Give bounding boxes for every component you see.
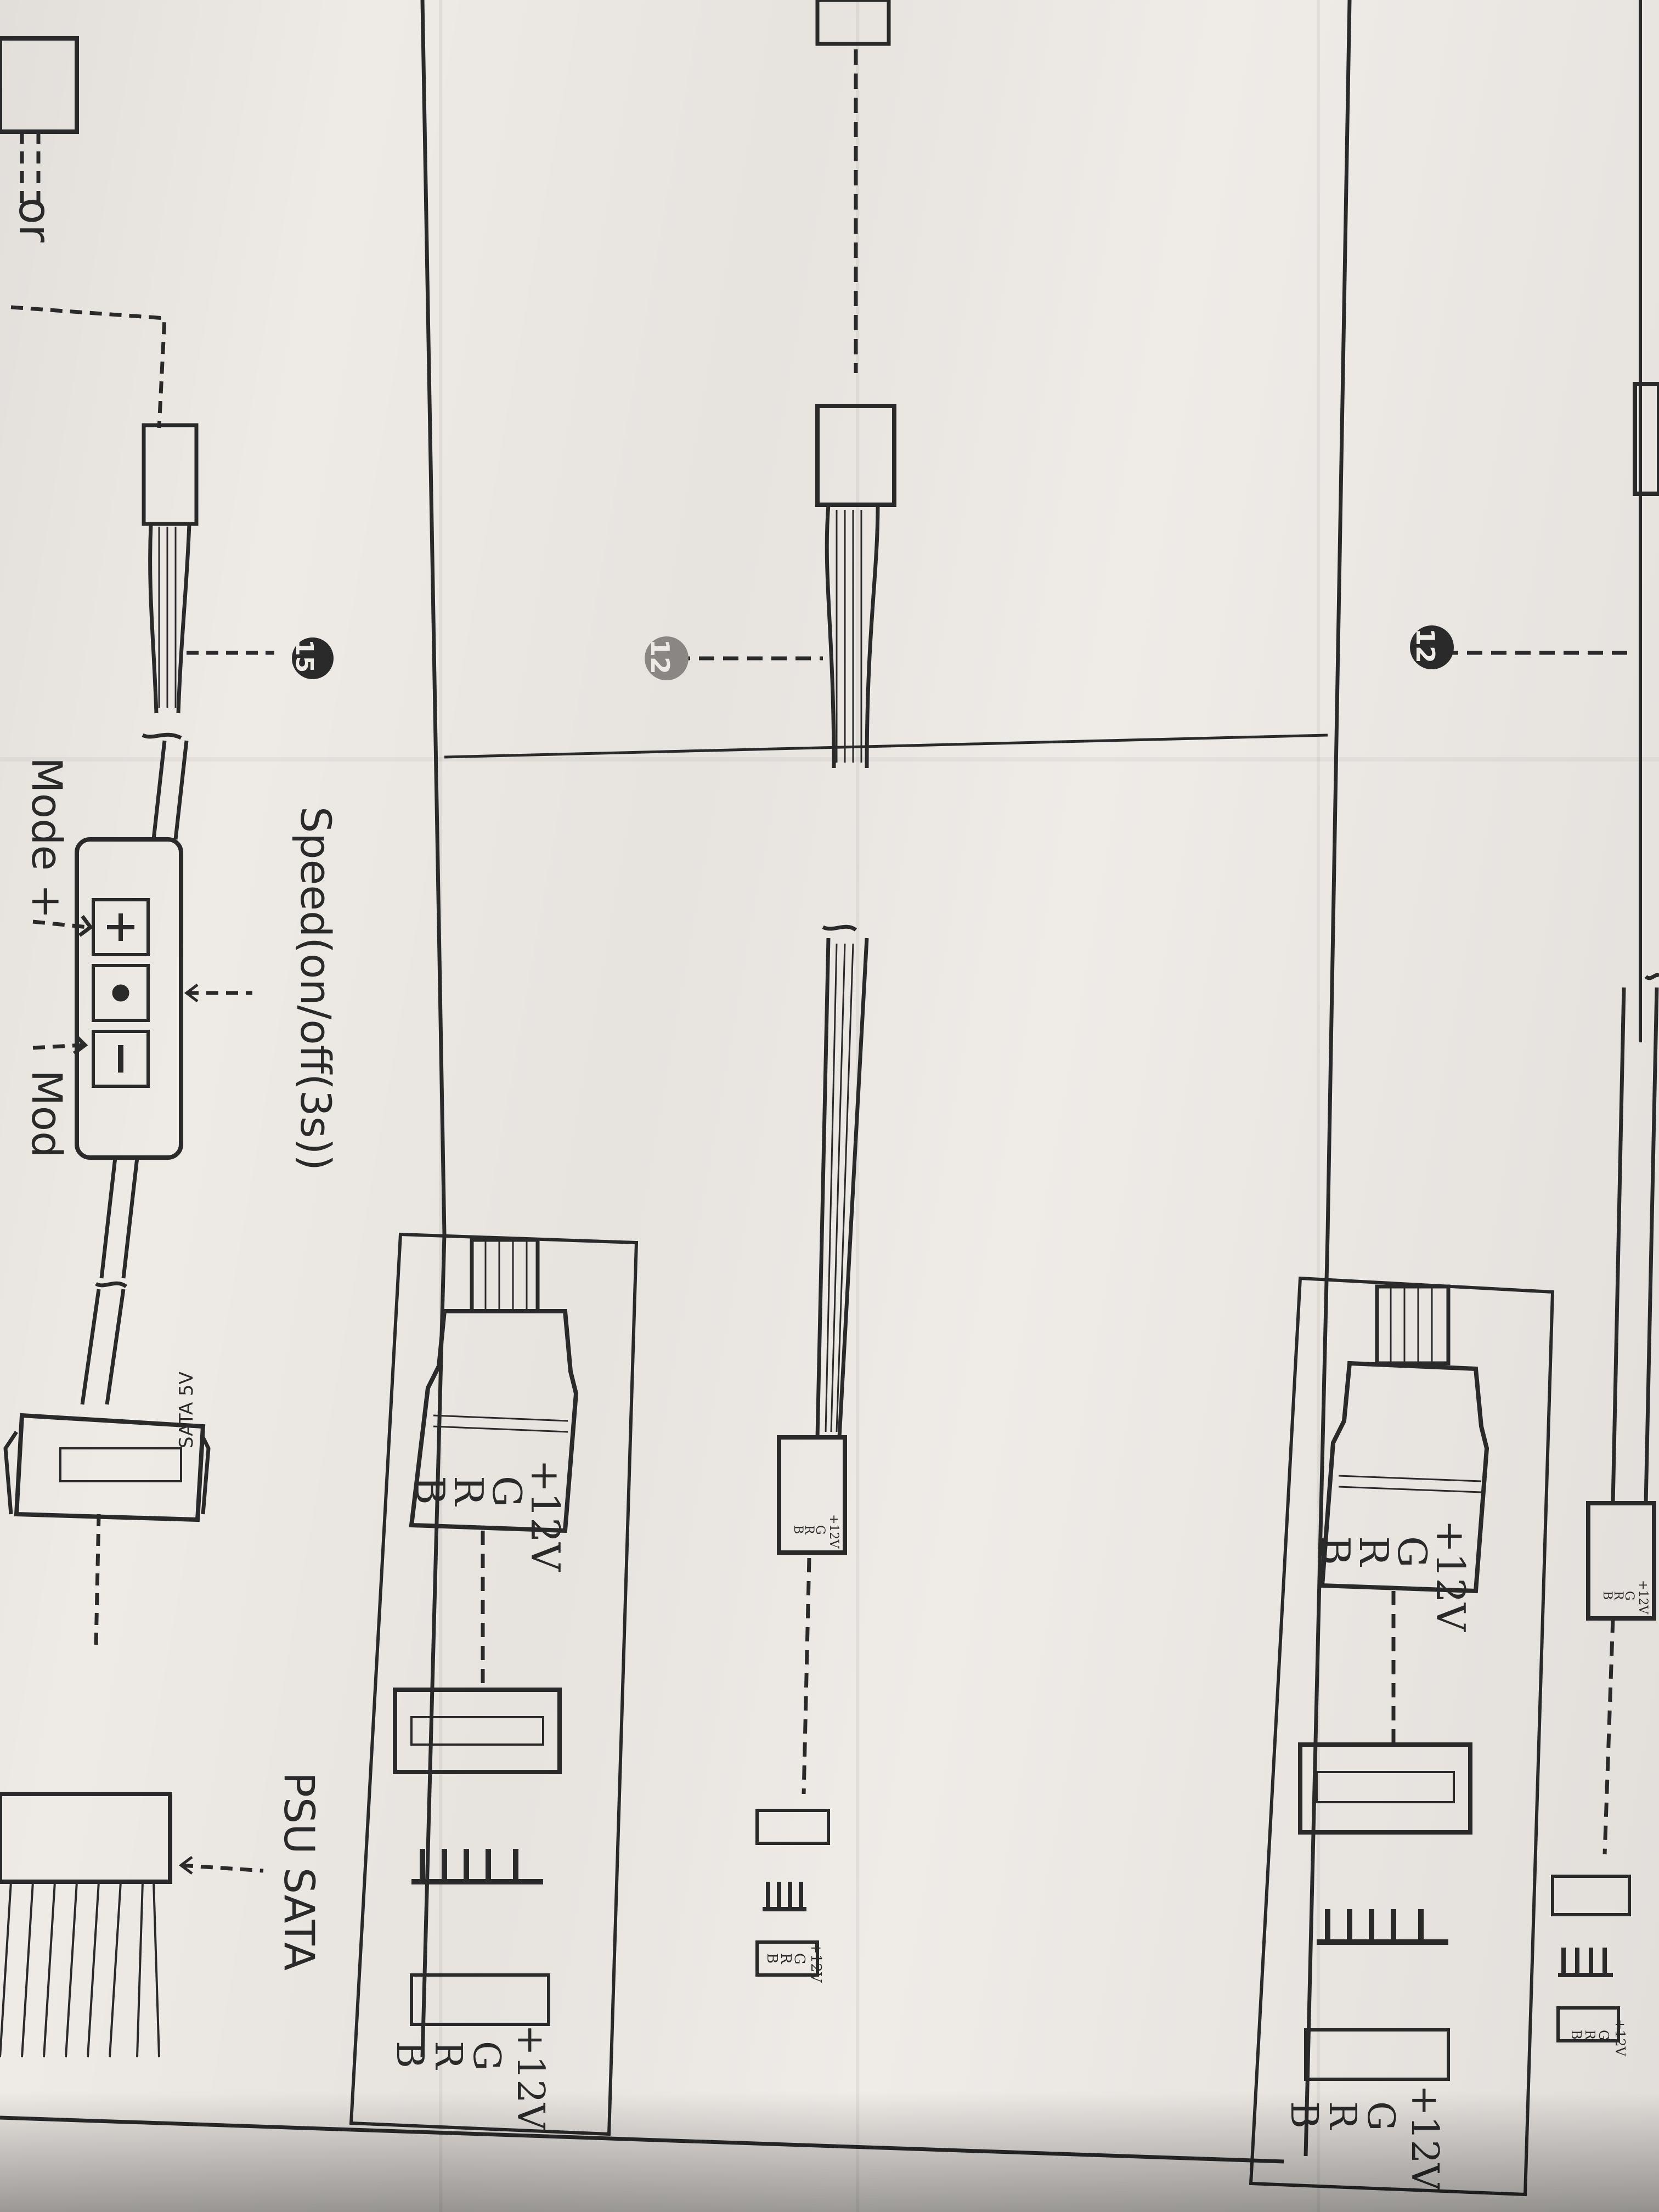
step-12-number: 12: [645, 639, 675, 675]
pin-label-b: B: [764, 1953, 780, 1964]
pin-label-b: B: [1312, 1536, 1358, 1565]
motherboard-header-4pin: [393, 1688, 562, 1774]
argb-plug: [1586, 1501, 1656, 1621]
pin-label-b: B: [407, 1476, 453, 1505]
pin-label-r: R: [777, 1953, 794, 1964]
speed-label: Speed(on/off(3s)): [291, 806, 340, 1171]
argb-connector: [815, 404, 896, 507]
cable-break: [95, 1281, 128, 1288]
panel-divider-line: [420, 1234, 447, 2058]
argb-plug: [777, 1435, 847, 1555]
psu-sata-connector: [0, 1792, 172, 1884]
cable-break: [142, 732, 182, 740]
dashed-connection: [1602, 1618, 1615, 1855]
pin-label-b: B: [388, 2041, 431, 2068]
panel-divider-line: [1304, 1234, 1330, 2157]
pin-label-g: G: [1596, 2030, 1611, 2041]
pin-header: [1317, 1909, 1448, 1945]
panel-divider-line: [0, 2115, 1284, 2164]
cable: [80, 1289, 126, 1405]
pin-header-socket: [410, 1973, 550, 2026]
fan-connector: [0, 36, 79, 134]
cable: [99, 1157, 139, 1279]
pin-label-b: B: [1568, 2030, 1584, 2040]
large-argb-connector: [409, 1309, 579, 1533]
pin-label-12v: +12V: [1612, 2019, 1628, 2056]
header-connector: [755, 1809, 830, 1845]
power-button: [92, 964, 150, 1022]
panel-divider-line: [1325, 0, 1352, 1235]
dashed-connection: [94, 1514, 101, 1646]
sata-5v-label: SATA 5V: [176, 1372, 198, 1448]
pin-label-b: B: [1600, 1591, 1614, 1600]
plus-button: [92, 898, 150, 956]
inset-box: [1249, 1276, 1555, 2197]
pin-label-g: G: [791, 1953, 808, 1965]
pin-label-12v: +12V: [808, 1942, 824, 1983]
panel-divider-line: [444, 733, 1328, 759]
cable: [825, 504, 880, 769]
connector-neck: [1375, 1284, 1451, 1365]
cable-wires: [158, 527, 177, 708]
inset-box: [349, 1232, 639, 2136]
step-12-badge: [1410, 625, 1454, 669]
pin-label-12v: +12V: [827, 1514, 840, 1549]
mode-plus-label: Mode +: [22, 757, 71, 919]
dashed-connection: [20, 132, 41, 208]
step-15-number: 15: [290, 639, 318, 673]
step-12-badge: [645, 636, 689, 680]
header-connector: [1551, 1875, 1631, 1916]
sata-5v-connector: [14, 1413, 206, 1522]
fold-line: [0, 757, 1659, 761]
pin-label-12v: +12V: [1427, 1520, 1474, 1632]
fold-line: [1317, 0, 1320, 2212]
fan-header: [142, 423, 199, 526]
pin-label-b: B: [791, 1525, 805, 1534]
connector-neck: [470, 1238, 540, 1313]
mode-minus-label: Mod: [22, 1070, 71, 1158]
large-argb-connector: [1319, 1361, 1489, 1594]
pin-label-g: G: [465, 2041, 508, 2071]
controller-box: [75, 837, 183, 1160]
psu-sata-label: PSU SATA: [275, 1772, 324, 1971]
pin-label-r: R: [445, 1476, 492, 1506]
connector-top: [815, 0, 891, 46]
pin-label-12v: +12V: [1636, 1580, 1650, 1615]
cable: [148, 523, 191, 714]
dashed-arrow: [32, 919, 88, 929]
pin-label-12v: +12V: [522, 1459, 568, 1571]
bottom-shadow: [0, 2091, 1659, 2212]
pin-label-r: R: [426, 2041, 470, 2069]
pin-label-r: R: [1351, 1536, 1397, 1566]
cable: [151, 740, 189, 840]
dashed-connection: [802, 1558, 811, 1795]
pin-header: [411, 1849, 543, 1884]
dashed-arrow: [32, 1043, 83, 1050]
panel-divider-line: [420, 0, 447, 1235]
or-label: or: [9, 198, 60, 242]
dashed-arrow: [180, 1863, 264, 1873]
motherboard-header-4pin: [1298, 1742, 1472, 1835]
step-12-number: 12: [1410, 628, 1440, 664]
pin-header-socket: [1304, 2028, 1450, 2081]
cable-break: [822, 924, 857, 932]
cable: [815, 938, 869, 1438]
dashed-connection: [10, 305, 167, 428]
pin-label-r: R: [1582, 2030, 1598, 2040]
step-15-badge: [292, 637, 334, 679]
pin-label-g: G: [484, 1476, 530, 1508]
minus-button: [92, 1030, 150, 1088]
cable: [1611, 987, 1659, 1504]
pin-label-g: G: [1389, 1536, 1435, 1568]
